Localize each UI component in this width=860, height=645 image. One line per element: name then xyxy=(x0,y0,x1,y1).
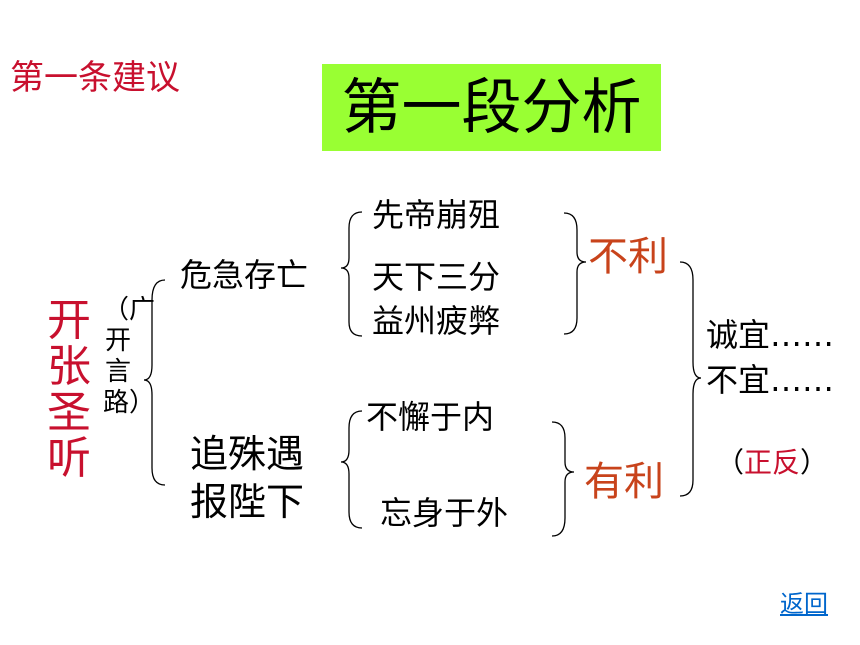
danger-label: 危急存亡 xyxy=(180,256,309,294)
danger-close-brace xyxy=(563,212,587,335)
danger-item-3: 益州疲弊 xyxy=(372,302,501,340)
danger-brace xyxy=(340,211,363,337)
page-title: 第一段分析 xyxy=(341,72,642,143)
favorable-label-line-1: 追殊遇 xyxy=(190,432,305,476)
main-brace xyxy=(143,279,166,486)
conclusion-note: （正反） xyxy=(716,446,829,479)
suggestion-label: 第一条建议 xyxy=(10,58,180,98)
conclusion-line-2: 不宜…… xyxy=(706,361,835,399)
favorable-label-line-2: 报陛下 xyxy=(190,480,305,524)
title-box: 第一段分析 xyxy=(322,64,661,151)
danger-result: 不利 xyxy=(588,234,668,280)
favorable-brace xyxy=(340,410,363,529)
favorable-close-brace xyxy=(551,421,575,537)
favorable-result: 有利 xyxy=(584,459,664,505)
conclusion-brace xyxy=(679,261,702,497)
subject-label: 开张圣听 xyxy=(47,295,91,484)
back-link[interactable]: 返回 xyxy=(780,590,828,618)
favorable-item-1: 不懈于内 xyxy=(366,398,495,436)
danger-item-2: 天下三分 xyxy=(372,258,501,296)
favorable-item-2: 忘身于外 xyxy=(380,494,509,532)
danger-item-1: 先帝崩殂 xyxy=(372,196,501,234)
conclusion-line-1: 诚宜…… xyxy=(706,316,835,354)
